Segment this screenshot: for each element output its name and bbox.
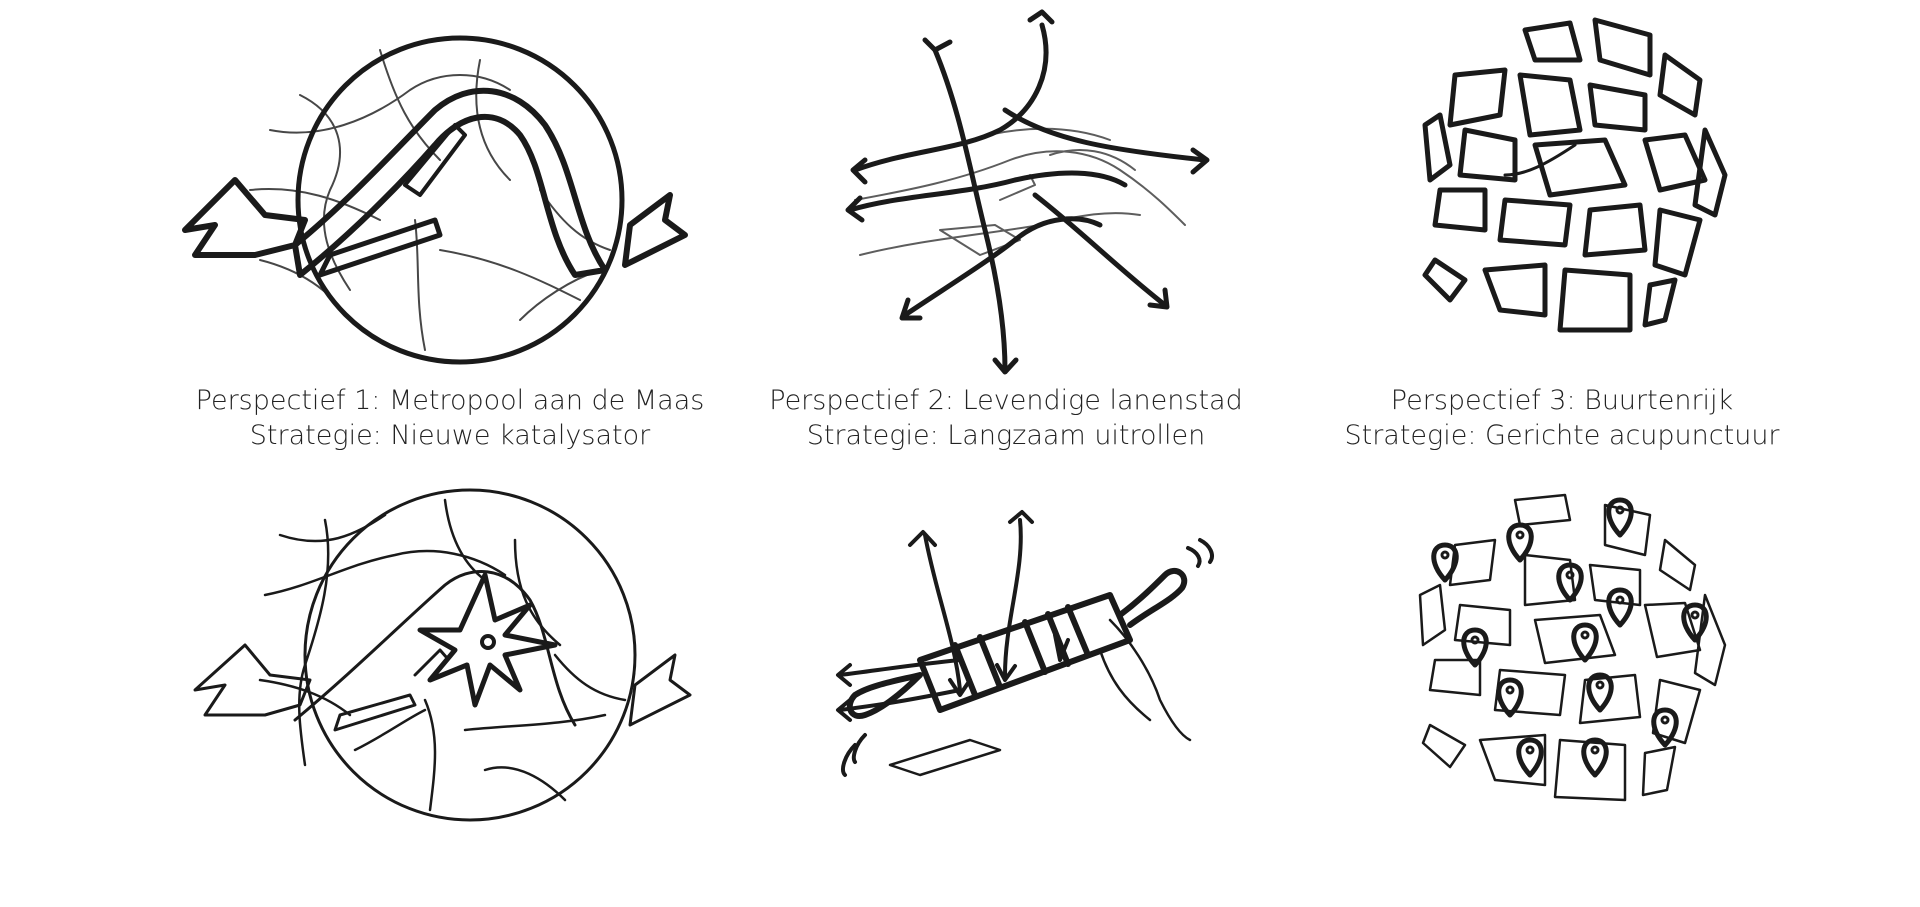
perspective-3-title: Perspectief 3: Buurtenrijk xyxy=(1390,385,1734,416)
catalyst-star-city-icon xyxy=(193,488,692,822)
radiating-arrows-city-icon xyxy=(845,9,1210,375)
river-city-circle-icon xyxy=(182,35,688,365)
perspective-3-caption: Perspectief 3: Buurtenrijk Strategie: Ge… xyxy=(1282,383,1842,453)
neighbourhood-cells-circle-icon xyxy=(1422,17,1728,333)
perspective-1-strategy: Strategie: Nieuwe katalysator xyxy=(249,420,651,451)
perspective-2-strategy: Strategie: Langzaam uitrollen xyxy=(806,420,1206,451)
acupuncture-pins-circle-icon xyxy=(1418,493,1727,802)
perspective-3-strategy: Strategie: Gerichte acupunctuur xyxy=(1344,420,1780,451)
rolling-pin-arrows-icon xyxy=(836,510,1214,777)
perspective-1-caption: Perspectief 1: Metropool aan de Maas Str… xyxy=(170,383,730,453)
perspective-2-title: Perspectief 2: Levendige lanenstad xyxy=(769,385,1243,416)
perspective-1-title: Perspectief 1: Metropool aan de Maas xyxy=(195,385,705,416)
perspective-2-caption: Perspectief 2: Levendige lanenstad Strat… xyxy=(726,383,1286,453)
